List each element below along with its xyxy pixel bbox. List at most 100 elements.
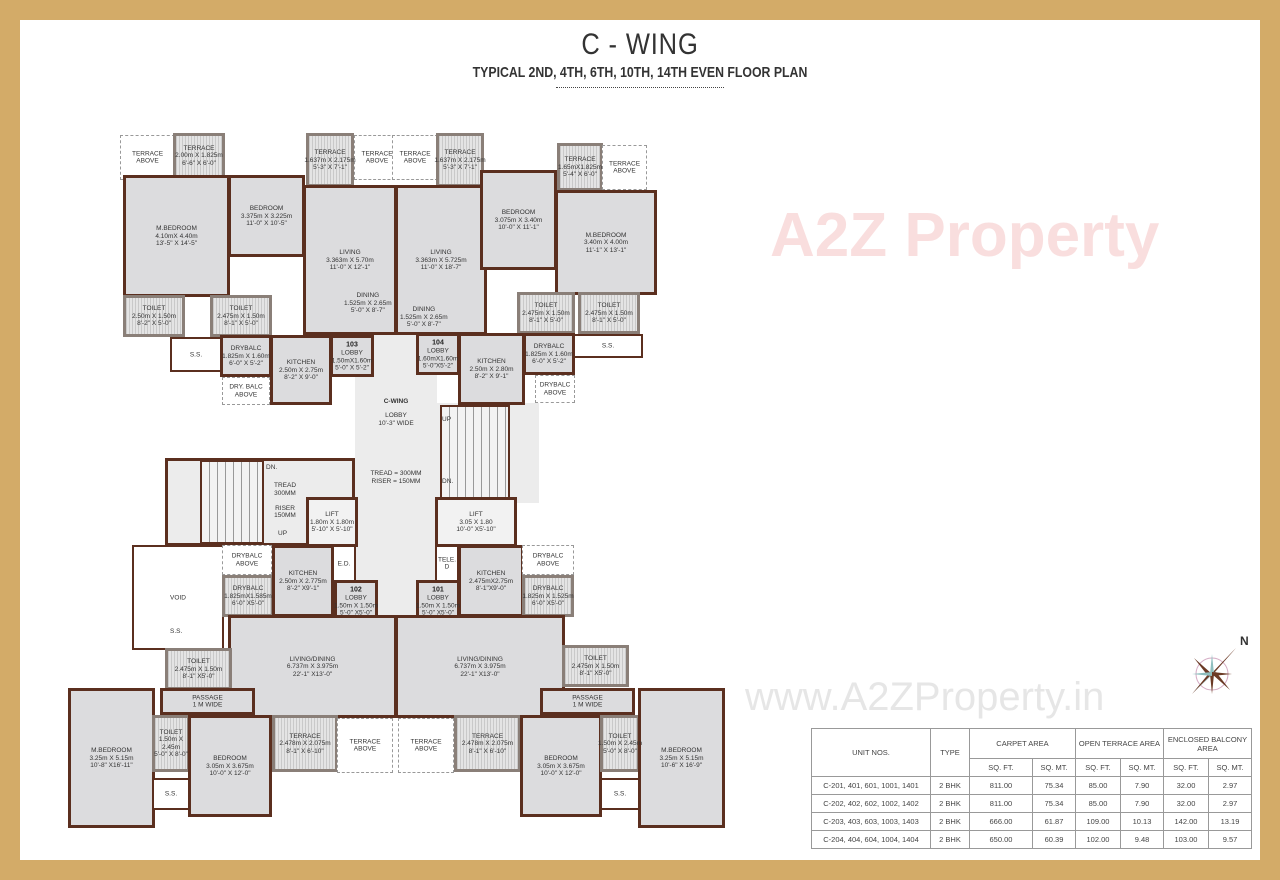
living-dining-label-group: LIVING/DINING 6.737m X 3.975m 22'-1" X13… bbox=[454, 655, 505, 678]
dry-balcony bbox=[523, 333, 575, 375]
toilet-label-group: TOILET 1.50m X 2.45m 5'-0" X 8'-0" bbox=[598, 732, 642, 755]
service-shaft-label-group: S.S. bbox=[614, 790, 626, 798]
telephone-duct-label-group: TELE. D bbox=[438, 556, 456, 571]
toilet-label-group: TOILET 1.50m X 2.45m 5'-0" X 8'-0" bbox=[154, 729, 188, 759]
table-cell: 10.13 bbox=[1120, 812, 1164, 831]
table-cell: 666.00 bbox=[969, 812, 1033, 831]
table-cell: 2 BHK bbox=[930, 794, 970, 813]
toilet bbox=[578, 292, 640, 334]
toilet-label: TOILET 2.475m X 1.50m 8'-1" X5'-0" bbox=[174, 657, 223, 680]
kitchen-label-group: KITCHEN 2.475mX2.75m 8'-1"X9'-0" bbox=[469, 570, 513, 593]
toilet bbox=[600, 715, 640, 772]
living-room-label: LIVING 3.363m X 5.70m 11'-0" X 12'-1" bbox=[326, 248, 374, 271]
th-type: TYPE bbox=[930, 728, 970, 777]
passage bbox=[160, 688, 255, 715]
th-unit-measure: SQ. MT. bbox=[1120, 758, 1164, 777]
service-shaft-label-group: S.S. bbox=[602, 342, 614, 350]
unit-lobby-label: LOBBY 1.60mX1.60m 5'-0"X5'-2" bbox=[417, 347, 459, 370]
compass-north-label: N bbox=[1240, 634, 1249, 648]
core-tread-label: TREAD = 300MM RISER = 150MM bbox=[370, 470, 422, 485]
passage-label-group: PASSAGE 1 M WIDE bbox=[572, 694, 603, 709]
lift-label-group: LIFT 3.05 X 1.80 10'-0" X5'-10" bbox=[456, 511, 495, 534]
bedroom-label-group: BEDROOM 3.375m X 3.225m 11'-0" X 10'-5" bbox=[241, 205, 292, 228]
table-cell: 13.19 bbox=[1208, 812, 1252, 831]
bedroom-label-group: BEDROOM 3.075m X 3.40m 10'-0" X 11'-1" bbox=[495, 209, 543, 232]
table-cell: 811.00 bbox=[969, 794, 1033, 813]
bedroom bbox=[188, 715, 272, 817]
dry-balcony-above bbox=[522, 545, 574, 575]
terrace-above-label: TERRACE ABOVE bbox=[399, 150, 431, 165]
bedroom-label-group: BEDROOM 3.05m X 3.675m 10'-0" X 12'-0" bbox=[537, 755, 585, 778]
toilet-label-group: TOILET 2.475m X 1.50m 8'-1" X 5'-0" bbox=[217, 305, 265, 328]
title-underline bbox=[556, 87, 724, 88]
dry-balcony-label-group: DRYBALC 1.825mX1.585m 6'-0" X5'-0" bbox=[224, 585, 272, 608]
terrace-label-group: TERRACE 2.00m X 1.825m 6'-6" X 6'-0" bbox=[175, 144, 223, 167]
th-unit-measure: SQ. MT. bbox=[1032, 758, 1076, 777]
terrace-label: TERRACE 1.637m X 2.175m 5'-3" X 7'-1" bbox=[434, 148, 486, 171]
core-lobby bbox=[355, 335, 437, 615]
unit-number: 102 bbox=[350, 586, 362, 594]
table-cell: 9.57 bbox=[1208, 830, 1252, 849]
kitchen bbox=[272, 545, 334, 617]
dry-balcony bbox=[522, 575, 574, 617]
kitchen-label: KITCHEN 2.50m X 2.80m 8'-2" X 9'-1" bbox=[469, 357, 514, 380]
passage bbox=[540, 688, 635, 715]
terrace bbox=[454, 715, 521, 772]
terrace-label: TERRACE 1.65mX1.825m 5'-4" X 6'-0" bbox=[557, 155, 603, 178]
terrace bbox=[557, 143, 603, 191]
master-bedroom-label-group: M.BEDROOM 3.25m X 5.15m 10'-6" X 16'-9" bbox=[659, 747, 703, 770]
kitchen-label: KITCHEN 2.50m X 2.775m 8'-2" X9'-1" bbox=[279, 569, 327, 592]
lift-label: LIFT 3.05 X 1.80 10'-0" X5'-10" bbox=[456, 510, 496, 533]
dry-balcony-above-label-group: DRYBALC ABOVE bbox=[533, 553, 564, 568]
toilet-label: TOILET 2.50m X 1.50m 8'-2" X 5'-0" bbox=[131, 304, 177, 327]
unit-lobby bbox=[416, 333, 460, 375]
table-cell: 2 BHK bbox=[930, 776, 970, 795]
bedroom-label: BEDROOM 3.05m X 3.675m 10'-0" X 12'-0" bbox=[206, 754, 254, 777]
electric-duct-label: E.D. bbox=[337, 559, 351, 567]
terrace-label-group: TERRACE 1.637m X 2.175m 5'-3" X 7'-1" bbox=[304, 149, 355, 172]
master-bedroom bbox=[68, 688, 155, 828]
master-bedroom-label: M.BEDROOM 3.25m X 5.15m 10'-6" X 16'-9" bbox=[659, 746, 704, 769]
toilet bbox=[562, 645, 629, 687]
stair-left-dn: DN. bbox=[266, 464, 278, 471]
terrace-label-group: TERRACE 2.478m X 2.075m 8'-1" X 6'-10" bbox=[279, 732, 330, 755]
table-cell: 2.97 bbox=[1208, 776, 1252, 795]
terrace-above-label-group: TERRACE ABOVE bbox=[399, 150, 430, 165]
terrace-above-label-group: TERRACE ABOVE bbox=[361, 150, 392, 165]
service-shaft-label: S.S. bbox=[164, 790, 178, 798]
dry-balcony-label: DRYBALC 1.825mX1.585m 6'-0" X5'-0" bbox=[224, 584, 272, 607]
terrace-label-group: TERRACE 1.65mX1.825m 5'-4" X 6'-0" bbox=[558, 156, 602, 179]
service-shaft-label: S.S. bbox=[170, 628, 183, 635]
void-label: VOID bbox=[170, 593, 186, 601]
dry-balcony-above-label-group: DRY. BALC ABOVE bbox=[229, 384, 262, 399]
master-bedroom-label-group: M.BEDROOM 3.40m X 4.00m 11'-1" X 13'-1" bbox=[584, 231, 628, 254]
th-unit-measure: SQ. FT. bbox=[1075, 758, 1121, 777]
master-bedroom-label: M.BEDROOM 3.25m X 5.15m 10'-8" X16'-11" bbox=[89, 746, 134, 769]
toilet bbox=[210, 295, 272, 337]
kitchen-label-group: KITCHEN 2.50m X 2.775m 8'-2" X9'-1" bbox=[279, 570, 327, 593]
terrace-above-label-group: TERRACE ABOVE bbox=[132, 150, 163, 165]
dry-balcony-above-label: DRY. BALC ABOVE bbox=[229, 383, 263, 399]
dry-balcony-above bbox=[535, 375, 575, 403]
master-bedroom-label-group: M.BEDROOM 4.10mX 4.40m 13'-5" X 14'-5" bbox=[155, 225, 197, 248]
living-dining bbox=[395, 615, 565, 718]
toilet-label-group: TOILET 2.475m X 1.50m 8'-1" X 5'-0" bbox=[585, 302, 633, 325]
toilet bbox=[517, 292, 575, 334]
kitchen-label: KITCHEN 2.50m X 2.75m 8'-2" X 9'-0" bbox=[278, 358, 324, 381]
terrace-above bbox=[392, 135, 438, 180]
living-room-label: LIVING 3.363m X 5.725m 11'-0" X 18'-7" bbox=[415, 248, 467, 271]
terrace bbox=[306, 133, 354, 187]
service-shaft bbox=[170, 337, 222, 372]
core-lobby-label: LOBBY 10'-3" WIDE bbox=[378, 412, 414, 427]
terrace bbox=[272, 715, 338, 772]
terrace-label: TERRACE 1.637m X 2.175m 5'-3" X 7'-1" bbox=[304, 148, 356, 171]
table-cell: 650.00 bbox=[969, 830, 1033, 849]
table-cell: 102.00 bbox=[1075, 830, 1121, 849]
terrace bbox=[436, 133, 484, 187]
master-bedroom-label-group: M.BEDROOM 3.25m X 5.15m 10'-8" X16'-11" bbox=[89, 747, 133, 770]
terrace-above bbox=[120, 135, 175, 180]
unit-number: 103 bbox=[346, 341, 358, 349]
terrace-label: TERRACE 2.00m X 1.825m 6'-6" X 6'-0" bbox=[175, 144, 223, 167]
